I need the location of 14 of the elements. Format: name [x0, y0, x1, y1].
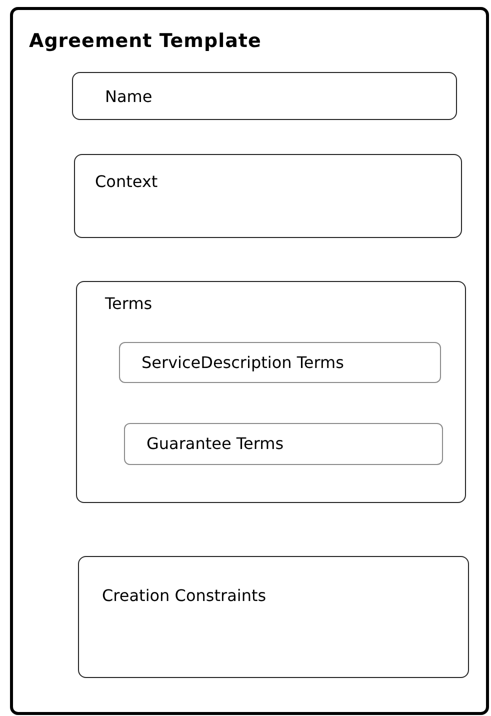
box-label: Guarantee Terms	[146, 434, 284, 452]
rounded-box	[124, 422, 442, 464]
container-title: Agreement Template	[29, 30, 262, 52]
box-label: Context	[95, 172, 158, 191]
box-label: Name	[105, 87, 152, 106]
container-box	[10, 7, 489, 715]
rounded-box	[118, 342, 440, 382]
rounded-box	[78, 556, 469, 678]
rounded-box	[72, 72, 457, 120]
rounded-box	[74, 154, 462, 238]
box-label: ServiceDescription Terms	[142, 352, 344, 372]
rounded-box	[76, 281, 466, 503]
box-label: Terms	[105, 294, 152, 313]
box-label: Creation Constraints	[102, 586, 266, 605]
